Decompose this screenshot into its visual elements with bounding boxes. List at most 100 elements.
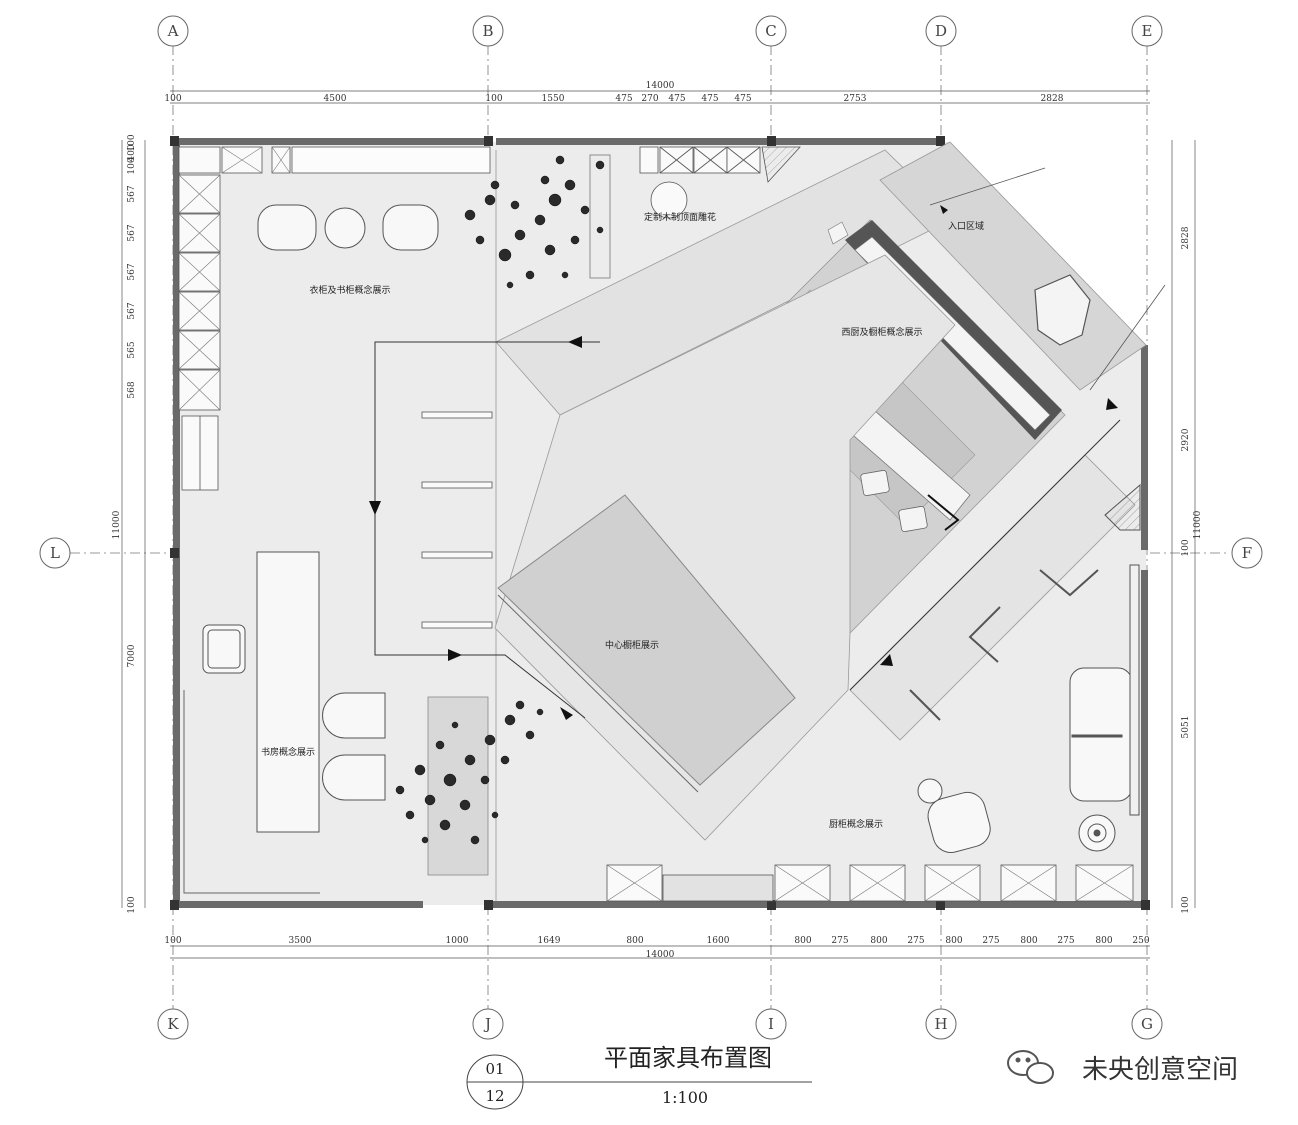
dim-bottom: 100 <box>164 936 181 946</box>
room-label-study: 书房概念展示 <box>261 746 315 758</box>
axis-label-top: D <box>935 22 947 40</box>
lounge-furniture <box>917 483 1141 854</box>
axis-label-bottom: H <box>934 1015 947 1033</box>
axis-label-top: E <box>1142 22 1153 40</box>
dim-bottom: 800 <box>794 936 811 946</box>
room-label-wardrobe: 衣柜及书柜概念展示 <box>309 284 390 296</box>
dim-left: 100 <box>127 134 137 151</box>
wall-columns <box>170 136 1150 910</box>
room-label-entrance: 入口区域 <box>948 220 984 232</box>
path-arrows <box>369 336 1118 720</box>
dim-top: 4500 <box>324 94 347 104</box>
wardrobe-furniture <box>257 204 439 251</box>
title-block: 01 12 平面家具布置图 1:100 <box>466 1044 812 1110</box>
dim-top: 475 <box>615 94 632 104</box>
dim-bottom: 800 <box>1095 936 1112 946</box>
dim-bottom: 250 <box>1132 936 1149 946</box>
dim-right: 2920 <box>1181 428 1191 451</box>
dim-left: 567 <box>127 263 137 280</box>
room-label-cabinet: 厨柜概念展示 <box>829 818 883 830</box>
watermark-text: 未央创意空间 <box>1082 1055 1238 1085</box>
entrance-rug <box>1034 274 1091 346</box>
dim-left-total: 11000 <box>112 510 122 539</box>
dim-right-total: 11000 <box>1193 510 1203 539</box>
dim-bottom: 800 <box>626 936 643 946</box>
drawing-title: 平面家具布置图 <box>604 1044 772 1072</box>
top-cabinets <box>589 146 801 279</box>
dim-left: 400 <box>127 144 137 161</box>
dim-left: 567 <box>127 302 137 319</box>
dim-bottom: 800 <box>1020 936 1037 946</box>
dim-left: 565 <box>127 341 137 358</box>
dim-top: 2828 <box>1041 94 1064 104</box>
entrance-zone <box>879 141 1166 391</box>
drawing-scale: 1:100 <box>662 1088 708 1107</box>
dim-left: 567 <box>127 224 137 241</box>
dim-right: 100 <box>1181 896 1191 913</box>
dim-bottom: 1649 <box>538 936 561 946</box>
dim-top-total: 14000 <box>646 81 675 91</box>
display-brackets <box>909 569 1099 721</box>
display-shelves <box>421 411 493 629</box>
dimension-text-top: 14000 100 4500 100 1550 475 270 475 475 … <box>164 81 1063 104</box>
dimension-text-right: 2828 2920 100 5051 100 11000 <box>1181 226 1203 913</box>
drawing-number: 01 <box>485 1060 504 1078</box>
dim-bottom: 275 <box>831 936 848 946</box>
cabinet-crosses <box>178 146 291 411</box>
dim-left: 567 <box>127 185 137 202</box>
plant-bottom <box>395 696 544 876</box>
axis-bubbles <box>39 15 1263 1040</box>
axis-label-bottom: J <box>483 1015 491 1033</box>
axis-label-bottom: I <box>768 1015 774 1033</box>
dim-right: 2828 <box>1181 226 1191 249</box>
dim-top: 270 <box>641 94 658 104</box>
dim-top: 2753 <box>844 94 867 104</box>
dimension-lines <box>121 90 1196 959</box>
center-cabinet-zone <box>494 254 956 841</box>
exterior-walls <box>173 138 1148 908</box>
dim-bottom: 275 <box>1057 936 1074 946</box>
dim-left: 568 <box>127 381 137 398</box>
dim-top: 1550 <box>542 94 565 104</box>
room-labels: 衣柜及书柜概念展示 定制木制顶面雕花 入口区域 西厨及橱柜概念展示 中心橱柜展示… <box>261 211 984 830</box>
dim-top: 475 <box>668 94 685 104</box>
dim-top: 100 <box>485 94 502 104</box>
bottom-cabinet-crosses <box>606 864 1134 902</box>
room-label-center: 中心橱柜展示 <box>605 639 659 651</box>
dimension-text-bottom: 100 3500 1000 1649 800 1600 800 275 800 … <box>164 936 1149 960</box>
circulation-path <box>374 341 1121 719</box>
axis-label-top: A <box>167 22 179 40</box>
dim-top: 475 <box>701 94 718 104</box>
wechat-icon <box>1007 1050 1054 1084</box>
dim-bottom: 1600 <box>707 936 730 946</box>
axis-label-right: F <box>1242 544 1252 562</box>
dim-left: 100 <box>127 896 137 913</box>
dim-top: 475 <box>734 94 751 104</box>
dim-right: 5051 <box>1181 716 1191 739</box>
axis-label-left: L <box>50 544 60 562</box>
dim-bottom: 800 <box>870 936 887 946</box>
dim-bottom-total: 14000 <box>646 950 675 960</box>
plant-top <box>464 155 605 289</box>
dim-bottom: 275 <box>907 936 924 946</box>
dim-top: 100 <box>164 94 181 104</box>
axis-label-top: B <box>482 22 493 40</box>
room-label-kitchen: 西厨及橱柜概念展示 <box>841 326 922 338</box>
dim-right: 100 <box>1181 539 1191 556</box>
room-label-custom-wood: 定制木制顶面雕花 <box>644 211 716 223</box>
dim-bottom: 1000 <box>446 936 469 946</box>
dim-bottom: 800 <box>945 936 962 946</box>
sheet-number: 12 <box>485 1087 504 1105</box>
dim-left: 100 <box>127 157 137 174</box>
axis-label-bottom: G <box>1141 1015 1153 1033</box>
watermark: 未央创意空间 <box>1007 1050 1238 1085</box>
axis-label-bottom: K <box>167 1015 179 1033</box>
study-furniture <box>183 551 386 894</box>
dim-bottom: 275 <box>982 936 999 946</box>
dim-left: 7000 <box>127 644 137 667</box>
dim-bottom: 3500 <box>289 936 312 946</box>
axis-labels: A B C D E K J I H G L F <box>50 22 1252 1033</box>
axis-label-top: C <box>765 22 776 40</box>
dimension-text-left: 11000 100 400 100 567 567 567 567 565 56… <box>112 134 137 913</box>
